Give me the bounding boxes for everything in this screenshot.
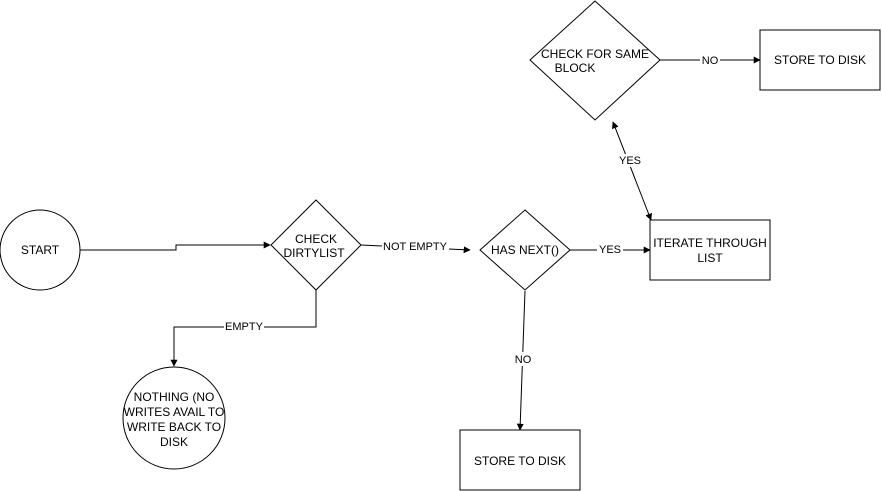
edge-label-not-empty: NOT EMPTY [383, 241, 448, 253]
edge-label-empty: EMPTY [225, 321, 264, 333]
node-check-same-block-line2: BLOCK [555, 61, 596, 75]
node-iterate-line2: LIST [697, 251, 723, 265]
edge-iterate-to-sameblock: YES [612, 121, 652, 221]
node-check-same-block: CHECK FOR SAME BLOCK [529, 0, 661, 121]
node-start-label: START [21, 243, 60, 257]
edge-sameblock-to-store: NO [660, 53, 761, 67]
edge-start-to-check [80, 241, 271, 251]
node-nothing-line3: WRITE BACK TO [127, 420, 221, 434]
node-nothing-line2: WRITES AVAIL TO [124, 405, 225, 419]
edge-hasnext-to-iterate: YES [570, 243, 651, 256]
node-nothing: NOTHING (NO WRITES AVAIL TO WRITE BACK T… [122, 366, 226, 470]
node-check-dirtylist-line2: DIRTYLIST [283, 246, 345, 260]
node-store-bottom-label: STORE TO DISK [474, 454, 566, 468]
edge-label-yes: YES [599, 244, 621, 256]
node-start: START [0, 209, 81, 291]
node-check-dirtylist: CHECK DIRTYLIST [270, 199, 362, 291]
node-iterate-line1: ITERATE THROUGH [653, 236, 767, 250]
node-has-next: HAS NEXT() [479, 209, 571, 291]
edge-label-no: NO [702, 55, 719, 67]
node-check-dirtylist-line1: CHECK [295, 232, 337, 246]
node-iterate: ITERATE THROUGH LIST [649, 219, 771, 281]
node-has-next-label: HAS NEXT() [491, 243, 559, 257]
node-store-top: STORE TO DISK [759, 29, 881, 91]
edge-check-to-hasnext: NOT EMPTY [360, 240, 471, 254]
node-store-top-label: STORE TO DISK [774, 53, 866, 67]
edge-check-to-nothing: EMPTY [170, 290, 317, 367]
node-store-bottom: STORE TO DISK [459, 429, 581, 491]
node-check-same-block-line1: CHECK FOR SAME [541, 47, 649, 61]
edge-hasnext-to-store: NO [513, 290, 533, 431]
node-nothing-line1: NOTHING (NO [134, 390, 215, 404]
edge-label-no: NO [515, 354, 532, 366]
edge-label-yes: YES [619, 155, 641, 167]
node-nothing-line4: DISK [160, 435, 188, 449]
